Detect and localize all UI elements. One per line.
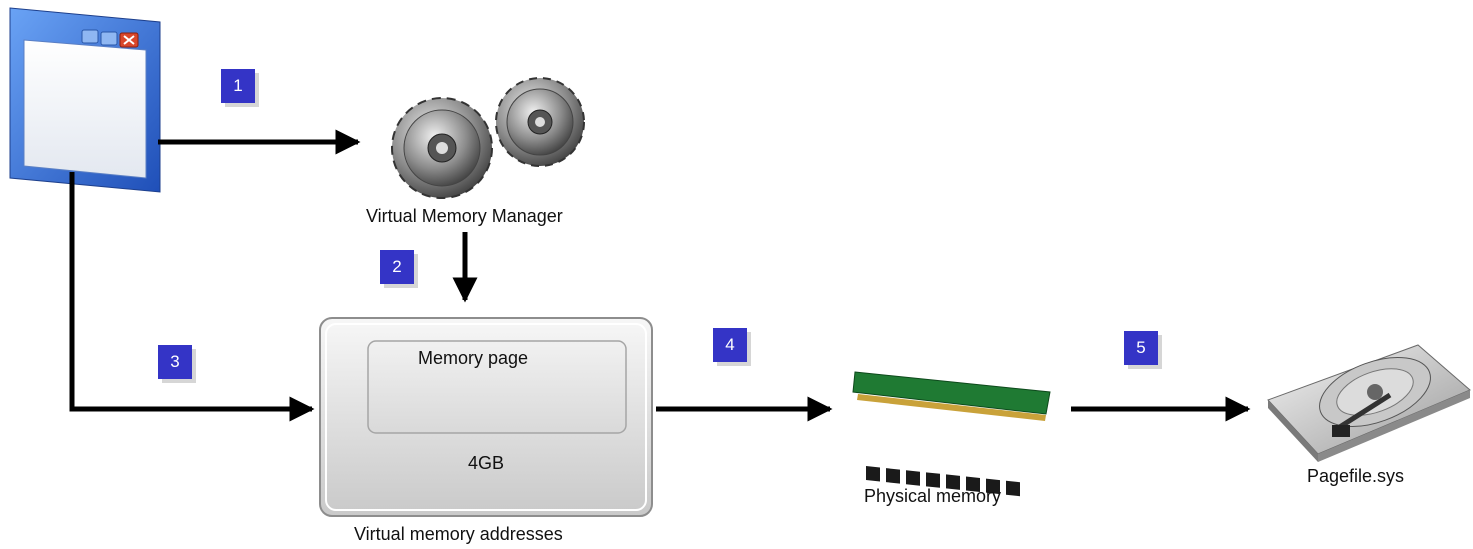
memory-page-label: Memory page: [418, 348, 529, 368]
virtual-memory-box: [319, 317, 653, 517]
step-badge-1: 1: [221, 69, 255, 103]
ram-module-icon: [852, 371, 1051, 497]
application-window-icon: [9, 7, 161, 193]
step-badge-2: 2: [380, 250, 414, 284]
vm-addresses-label: Virtual memory addresses: [354, 524, 563, 544]
step-badge-5: 5: [1124, 331, 1158, 365]
arrow-app-to-vm: [69, 172, 315, 422]
pagefile-label: Pagefile.sys: [1307, 466, 1405, 486]
step-badge-3: 3: [158, 345, 192, 379]
gears-icon: [391, 77, 585, 199]
step-badge-4: 4: [713, 328, 747, 362]
vmm-label: Virtual Memory Manager: [366, 206, 563, 226]
flow-arrows: [69, 129, 1251, 422]
capacity-label: 4GB: [468, 453, 505, 473]
physical-memory-label: Physical memory: [864, 486, 1002, 506]
hard-disk-icon: [1267, 344, 1471, 462]
